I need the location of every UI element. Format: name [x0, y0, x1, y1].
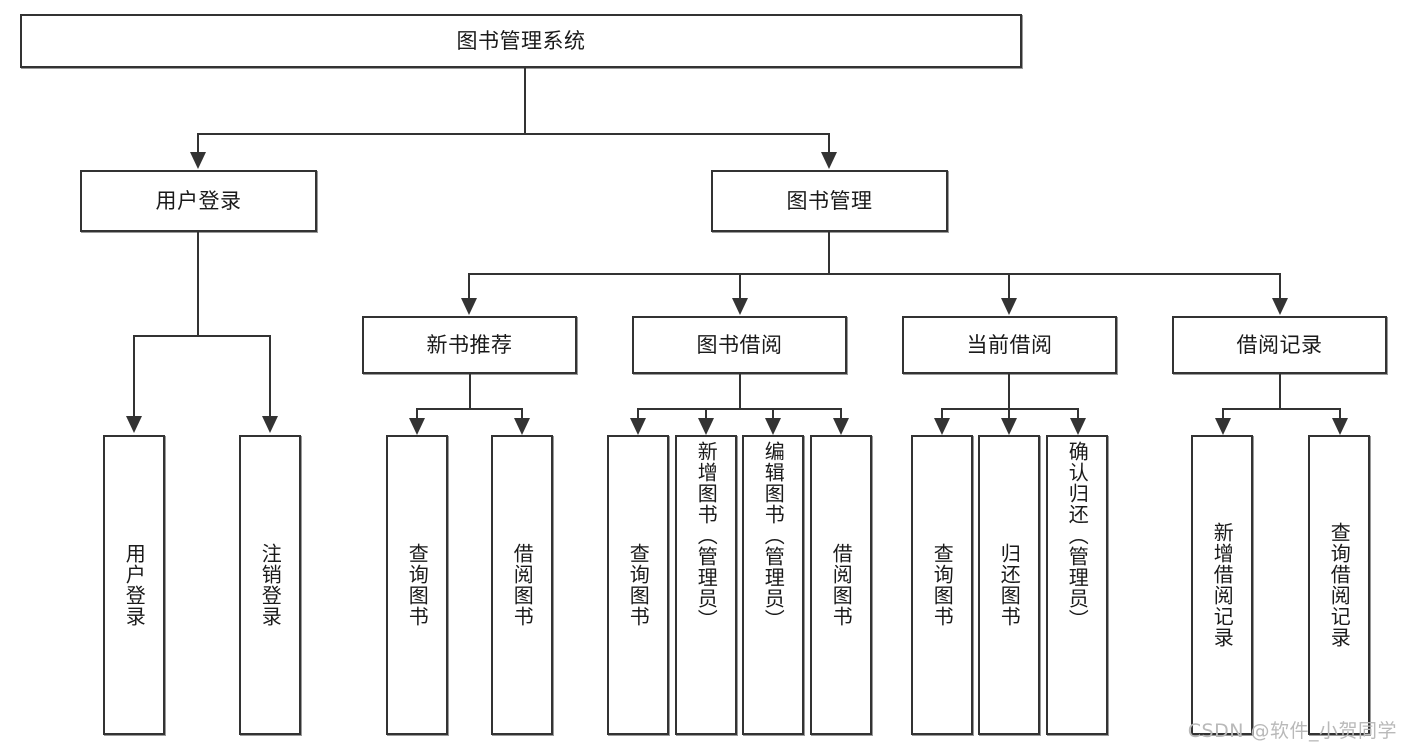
node-user-login[interactable]: 用户登录 [80, 170, 317, 232]
arrow-bm-to-book-borrow [732, 298, 748, 315]
connector-bb-drop-2 [705, 408, 707, 420]
leaf-user-login-logout[interactable]: 注销登录 [239, 435, 301, 735]
arrow-bm-to-borrow-record [1272, 298, 1288, 315]
node-label: 编辑图书（管理员） [761, 441, 786, 630]
connector-cb-drop-2 [1008, 408, 1010, 420]
connector-bm-drop-3 [1008, 273, 1010, 300]
leaf-book-borrow-add[interactable]: 新增图书（管理员） [675, 435, 737, 735]
node-label: 借阅记录 [1236, 332, 1323, 357]
node-label: 查询图书 [930, 543, 955, 627]
node-label: 查询借阅记录 [1327, 522, 1352, 648]
arrow-bb-leaf-4 [833, 418, 849, 435]
arrow-user-login-leaf-1 [126, 416, 142, 433]
node-label: 新书推荐 [426, 332, 513, 357]
connector-bb-drop-1 [637, 408, 639, 420]
arrow-bb-leaf-1 [630, 418, 646, 435]
connector-root-stem [524, 68, 526, 134]
node-book-management[interactable]: 图书管理 [711, 170, 948, 232]
node-label: 确认归还（管理员） [1065, 441, 1090, 630]
arrow-bm-to-new-book [461, 298, 477, 315]
node-label: 图书管理系统 [456, 28, 586, 53]
node-label: 查询图书 [405, 543, 430, 627]
node-label: 新增借阅记录 [1210, 522, 1235, 648]
node-label: 查询图书 [626, 543, 651, 627]
arrow-br-leaf-2 [1332, 418, 1348, 435]
leaf-borrow-record-add[interactable]: 新增借阅记录 [1191, 435, 1253, 735]
connector-cb-drop-3 [1077, 408, 1079, 420]
connector-book-management-stem [828, 232, 830, 274]
node-current-borrow[interactable]: 当前借阅 [902, 316, 1117, 374]
connector-bm-drop-2 [739, 273, 741, 300]
arrow-user-login-leaf-2 [262, 416, 278, 433]
arrow-root-to-user-login [190, 152, 206, 169]
leaf-current-borrow-query[interactable]: 查询图书 [911, 435, 973, 735]
arrow-new-book-leaf-1 [409, 418, 425, 435]
leaf-book-borrow-borrow[interactable]: 借阅图书 [810, 435, 872, 735]
node-label: 用户登录 [155, 188, 242, 213]
connector-user-login-drop-2 [269, 335, 271, 418]
arrow-root-to-book-management [821, 152, 837, 169]
connector-user-login-drop-1 [133, 335, 135, 418]
connector-bb-drop-4 [840, 408, 842, 420]
connector-new-book-stem [469, 374, 471, 409]
connector-br-drop-2 [1339, 408, 1341, 420]
connector-book-borrow-bus [637, 408, 842, 410]
connector-borrow-record-bus [1222, 408, 1339, 410]
node-label: 归还图书 [997, 543, 1022, 627]
leaf-new-book-borrow[interactable]: 借阅图书 [491, 435, 553, 735]
arrow-bm-to-current-borrow [1001, 298, 1017, 315]
arrow-cb-leaf-3 [1070, 418, 1086, 435]
arrow-br-leaf-1 [1215, 418, 1231, 435]
connector-root-to-user-login [197, 133, 199, 155]
node-label: 新增图书（管理员） [694, 441, 719, 630]
node-label: 借阅图书 [510, 543, 535, 627]
connector-bb-drop-3 [772, 408, 774, 420]
connector-user-login-stem [197, 232, 199, 336]
connector-user-login-bus [133, 335, 270, 337]
node-label: 当前借阅 [966, 332, 1053, 357]
arrow-cb-leaf-1 [934, 418, 950, 435]
leaf-current-borrow-confirm-return[interactable]: 确认归还（管理员） [1046, 435, 1108, 735]
connector-book-management-bus [468, 273, 1280, 275]
node-new-book-recommend[interactable]: 新书推荐 [362, 316, 577, 374]
leaf-new-book-query[interactable]: 查询图书 [386, 435, 448, 735]
leaf-book-borrow-edit[interactable]: 编辑图书（管理员） [742, 435, 804, 735]
connector-current-borrow-stem [1008, 374, 1010, 409]
connector-new-book-drop-1 [416, 408, 418, 420]
connector-new-book-drop-2 [521, 408, 523, 420]
connector-cb-drop-1 [941, 408, 943, 420]
connector-bm-drop-4 [1279, 273, 1281, 300]
connector-root-bus [197, 133, 829, 135]
connector-br-drop-1 [1222, 408, 1224, 420]
connector-root-to-book-management [828, 133, 830, 155]
node-book-borrow[interactable]: 图书借阅 [632, 316, 847, 374]
arrow-bb-leaf-2 [698, 418, 714, 435]
leaf-user-login-login[interactable]: 用户登录 [103, 435, 165, 735]
connector-current-borrow-bus [941, 408, 1079, 410]
node-label: 注销登录 [258, 543, 283, 627]
leaf-borrow-record-query[interactable]: 查询借阅记录 [1308, 435, 1370, 735]
node-root-book-management-system[interactable]: 图书管理系统 [20, 14, 1022, 68]
arrow-bb-leaf-3 [765, 418, 781, 435]
arrow-new-book-leaf-2 [514, 418, 530, 435]
connector-new-book-bus [416, 408, 522, 410]
node-label: 用户登录 [122, 543, 147, 627]
leaf-book-borrow-query[interactable]: 查询图书 [607, 435, 669, 735]
node-label: 借阅图书 [829, 543, 854, 627]
node-borrow-record[interactable]: 借阅记录 [1172, 316, 1387, 374]
connector-borrow-record-stem [1279, 374, 1281, 409]
node-label: 图书管理 [786, 188, 873, 213]
connector-bm-drop-1 [468, 273, 470, 300]
leaf-current-borrow-return[interactable]: 归还图书 [978, 435, 1040, 735]
connector-book-borrow-stem [739, 374, 741, 409]
node-label: 图书借阅 [696, 332, 783, 357]
arrow-cb-leaf-2 [1001, 418, 1017, 435]
